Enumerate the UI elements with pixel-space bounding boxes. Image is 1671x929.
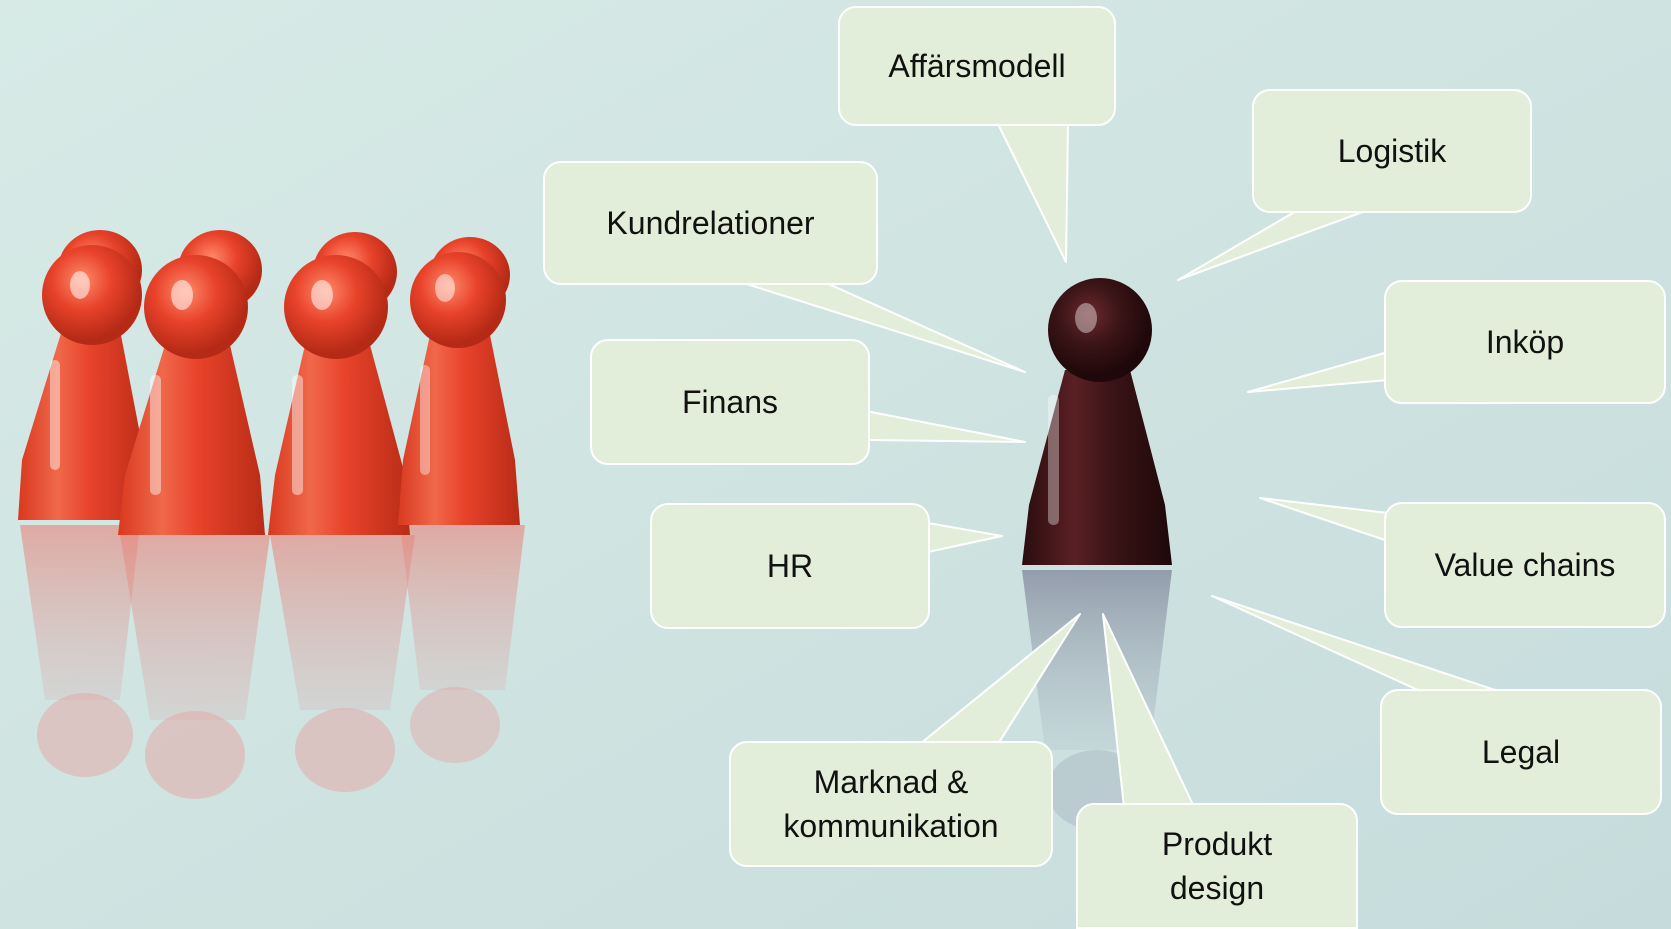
callout-legal-label: Legal <box>1481 733 1561 770</box>
callout-marknad-kommunikation: Marknad & kommunikation <box>729 741 1053 867</box>
callout-inkop: Inköp <box>1384 280 1666 404</box>
callout-produkt-design: Produkt design <box>1076 803 1358 929</box>
callout-value-chains: Value chains <box>1384 502 1666 628</box>
callout-produkt-line1: Produkt <box>1161 825 1273 862</box>
callout-kundrelationer: Kundrelationer <box>543 161 878 285</box>
callout-logistik-label: Logistik <box>1337 132 1447 169</box>
callout-tails <box>736 123 1499 808</box>
callout-affarsmodell-label: Affärsmodell <box>888 47 1066 84</box>
dark-pawn <box>1022 278 1172 565</box>
callout-kundrelationer-label: Kundrelationer <box>606 204 815 241</box>
callout-legal: Legal <box>1380 689 1662 815</box>
callout-hr: HR <box>650 503 930 629</box>
callout-value-chains-label: Value chains <box>1434 546 1616 583</box>
callout-hr-label: HR <box>766 547 814 584</box>
callout-finans-label: Finans <box>681 383 779 420</box>
red-pawn-reflections <box>20 525 525 799</box>
callout-finans: Finans <box>590 339 870 465</box>
red-pawns <box>18 230 520 535</box>
callout-inkop-label: Inköp <box>1485 323 1565 360</box>
callout-marknad-line2: kommunikation <box>783 808 999 844</box>
callout-produkt-line2: design <box>1169 870 1265 906</box>
callout-logistik: Logistik <box>1252 89 1532 213</box>
callout-marknad-line1: Marknad & <box>813 763 969 800</box>
callout-affarsmodell: Affärsmodell <box>838 6 1116 126</box>
